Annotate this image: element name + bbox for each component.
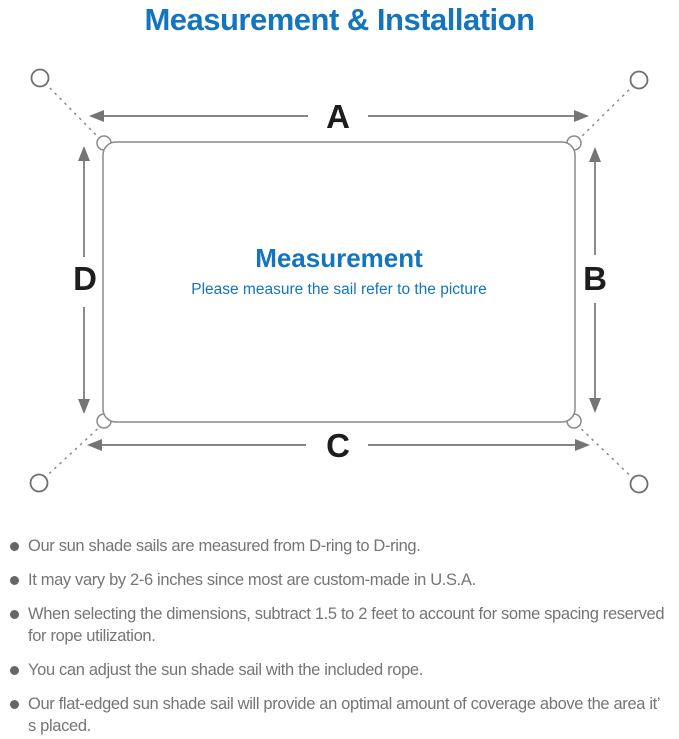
note-text: It may vary by 2-6 inches since most are…	[28, 571, 476, 589]
bullet-icon	[10, 666, 19, 675]
bullet-icon	[10, 700, 19, 709]
anchor-ring-top-left	[30, 68, 50, 88]
dimension-label-c: C	[326, 427, 350, 464]
note-text: Our sun shade sails are measured from D-…	[28, 537, 421, 555]
tether-line-top-right	[573, 79, 640, 145]
anchor-ring-top-right	[629, 70, 649, 90]
dimension-label-d: D	[73, 260, 97, 297]
list-item: Our sun shade sails are measured from D-…	[10, 535, 668, 557]
page-title: Measurement & Installation	[144, 2, 535, 37]
list-item: You can adjust the sun shade sail with t…	[10, 659, 668, 681]
diagram-center-title: Measurement	[255, 243, 423, 273]
dimension-right: B	[583, 147, 607, 413]
bullet-icon	[10, 576, 19, 585]
notes-list: Our sun shade sails are measured from D-…	[10, 535, 668, 737]
anchor-ring-bottom-right	[629, 474, 649, 494]
list-item: Our flat-edged sun shade sail will provi…	[10, 693, 668, 737]
tether-line-top-left	[39, 77, 106, 145]
bullet-icon	[10, 542, 19, 551]
anchor-ring-bottom-left	[29, 473, 49, 493]
arrow-up-icon	[589, 147, 601, 162]
arrow-left-icon	[89, 110, 104, 122]
arrow-up-icon	[78, 146, 90, 161]
dimension-label-b: B	[583, 260, 607, 297]
tether-line-bottom-left	[38, 421, 106, 484]
measurement-diagram: A D B C Measurement Please meas	[29, 68, 649, 494]
arrow-right-icon	[575, 439, 590, 451]
arrow-down-icon	[78, 399, 90, 414]
arrow-down-icon	[589, 398, 601, 413]
note-text: When selecting the dimensions, subtract …	[28, 605, 665, 645]
arrow-right-icon	[574, 110, 589, 122]
note-text: Our flat-edged sun shade sail will provi…	[28, 695, 660, 735]
arrow-left-icon	[87, 439, 102, 451]
dimension-left: D	[73, 146, 97, 414]
sail-outline	[102, 141, 576, 423]
dimension-label-a: A	[326, 98, 350, 135]
note-text: You can adjust the sun shade sail with t…	[28, 661, 423, 679]
diagram-center-subtitle: Please measure the sail refer to the pic…	[191, 281, 487, 298]
bullet-icon	[10, 610, 19, 619]
dimension-top: A	[89, 98, 589, 135]
dimension-bottom: C	[87, 427, 590, 464]
list-item: When selecting the dimensions, subtract …	[10, 603, 668, 647]
tether-line-bottom-right	[573, 421, 640, 485]
list-item: It may vary by 2-6 inches since most are…	[10, 569, 668, 591]
